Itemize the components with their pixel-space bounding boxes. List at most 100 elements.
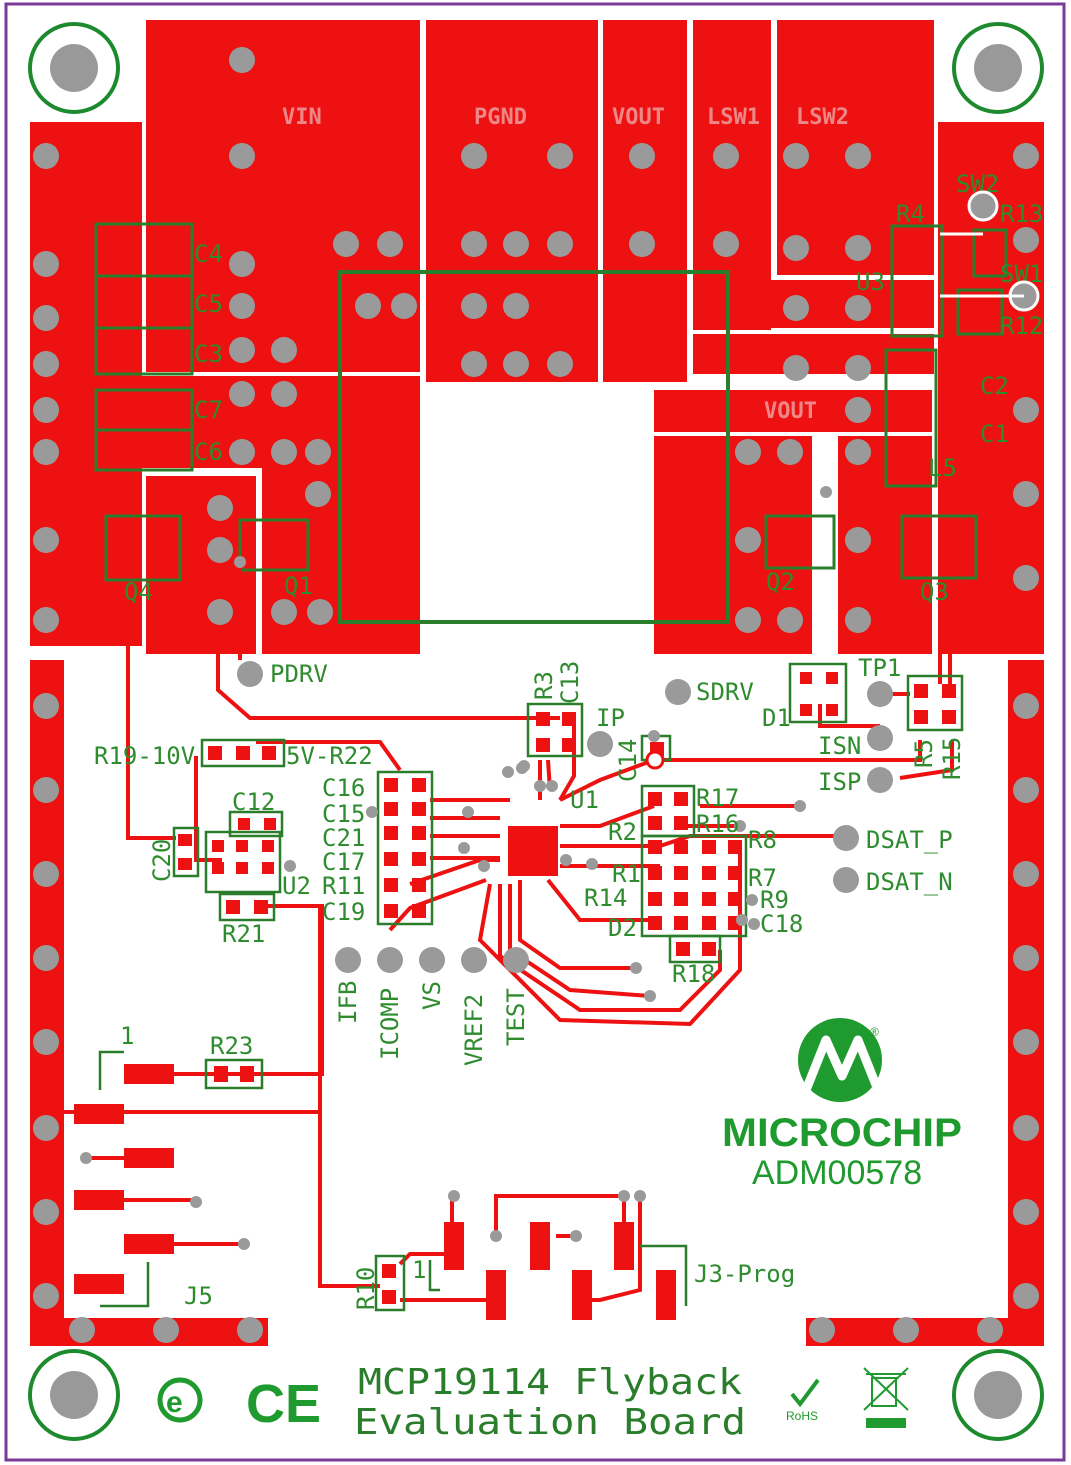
label-r9: R9 <box>760 886 789 914</box>
via <box>845 143 871 169</box>
label-c13: C13 <box>556 661 584 704</box>
logo-wordmark: MICROCHIP <box>722 1111 962 1155</box>
via <box>33 143 59 169</box>
via <box>845 295 871 321</box>
small-via <box>366 806 378 818</box>
registered-mark: ® <box>870 1025 879 1039</box>
label-r22: 5V-R22 <box>286 742 373 770</box>
rohs-logo: RoHS <box>786 1378 820 1423</box>
lsw1-pour <box>693 20 771 330</box>
transformer-window <box>426 388 650 620</box>
small-via <box>736 914 748 926</box>
via <box>229 251 255 277</box>
tp-isp-dot <box>867 767 893 793</box>
via <box>547 351 573 377</box>
tp-sdrv-dot <box>665 679 691 705</box>
via <box>461 293 487 319</box>
label-c3: C3 <box>194 340 223 368</box>
via <box>547 143 573 169</box>
via <box>845 397 871 423</box>
board-title-line2: Evaluation Board <box>354 1402 746 1443</box>
label-r7: R7 <box>748 864 777 892</box>
via <box>735 607 761 633</box>
via <box>1013 1283 1039 1309</box>
svg-text:RoHS: RoHS <box>786 1409 818 1423</box>
label-l5: L5 <box>928 454 957 482</box>
small-via <box>478 860 490 872</box>
via <box>271 439 297 465</box>
part-number: ADM00578 <box>752 1154 922 1192</box>
via <box>1013 693 1039 719</box>
via <box>1013 1029 1039 1055</box>
via <box>33 1199 59 1225</box>
via <box>271 381 297 407</box>
pad-label-vout: VOUT <box>612 105 665 130</box>
via <box>461 231 487 257</box>
tp-vref2-dot <box>461 947 487 973</box>
via <box>1013 565 1039 591</box>
label-c1: C1 <box>980 420 1009 448</box>
via <box>229 439 255 465</box>
via <box>1013 777 1039 803</box>
via <box>229 143 255 169</box>
vin-pour <box>146 20 420 372</box>
via <box>1013 397 1039 423</box>
label-r4: R4 <box>896 200 925 228</box>
label-isn: ISN <box>818 732 861 760</box>
small-via <box>80 1152 92 1164</box>
small-via <box>648 730 660 742</box>
via <box>33 251 59 277</box>
small-via <box>586 858 598 870</box>
via <box>33 1029 59 1055</box>
label-r23: R23 <box>210 1032 253 1060</box>
via <box>229 337 255 363</box>
small-via <box>234 556 246 568</box>
label-c4: C4 <box>194 240 223 268</box>
via <box>629 143 655 169</box>
via <box>33 777 59 803</box>
label-q4: Q4 <box>124 578 153 606</box>
label-c17: C17 <box>322 848 365 876</box>
via <box>1013 861 1039 887</box>
via <box>153 1317 179 1343</box>
label-c16: C16 <box>322 774 365 802</box>
label-c18: C18 <box>760 910 803 938</box>
transformer-outline <box>338 270 730 624</box>
via <box>503 231 529 257</box>
pad-label-vout2: VOUT <box>764 399 817 424</box>
via <box>333 231 359 257</box>
mounting-hole-bl <box>28 1349 120 1441</box>
label-c21: C21 <box>322 824 365 852</box>
label-vref2: VREF2 <box>460 994 488 1066</box>
label-d1: D1 <box>762 704 791 732</box>
label-d2: D2 <box>608 914 637 942</box>
vout-pour <box>603 20 687 382</box>
via <box>271 599 297 625</box>
via <box>977 1317 1003 1343</box>
left-edge-strip <box>30 660 64 1346</box>
label-c7: C7 <box>194 396 223 424</box>
via <box>237 1317 263 1343</box>
small-via <box>734 820 746 832</box>
via <box>33 1115 59 1141</box>
label-r12: R12 <box>1000 312 1043 340</box>
small-via <box>644 990 656 1002</box>
label-c15: C15 <box>322 800 365 828</box>
svg-text:e: e <box>166 1386 183 1419</box>
label-dsat-n: DSAT_N <box>866 868 953 896</box>
via <box>845 235 871 261</box>
label-c5: C5 <box>194 290 223 318</box>
label-sdrv: SDRV <box>696 678 754 706</box>
label-j5: J5 <box>184 1282 213 1310</box>
u1-package <box>508 826 558 876</box>
via <box>461 143 487 169</box>
microchip-logo: ® MICROCHIP ADM00578 <box>722 1018 962 1192</box>
label-r15: R15 <box>938 737 966 780</box>
via <box>305 481 331 507</box>
mounting-holes <box>28 22 1044 1441</box>
via <box>713 143 739 169</box>
small-via <box>560 854 572 866</box>
small-via <box>618 1190 630 1202</box>
via <box>33 305 59 331</box>
via <box>229 381 255 407</box>
